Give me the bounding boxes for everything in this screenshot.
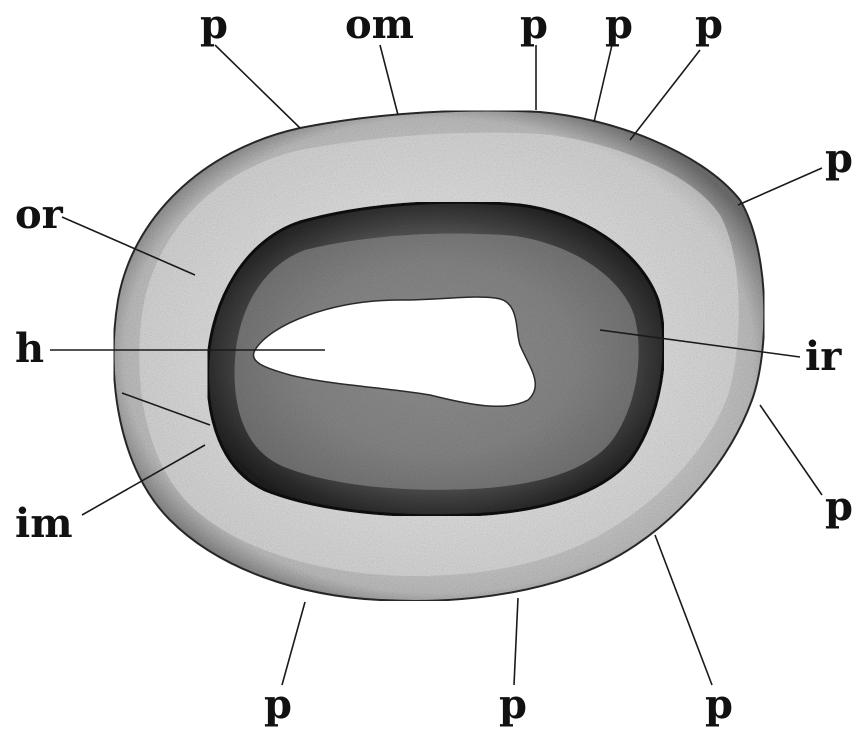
label-p-top-mid2: p — [605, 1, 633, 48]
label-p-right-upper: p — [825, 135, 853, 182]
leader-p-top-left — [215, 45, 300, 128]
label-p-top-left: p — [200, 1, 228, 48]
leader-om — [380, 45, 398, 115]
label-p-top-right: p — [695, 1, 723, 48]
leader-p-top-right — [630, 50, 700, 140]
label-p-right-lower: p — [825, 483, 853, 530]
leader-p-bottom-left — [282, 602, 305, 685]
leader-p-right-upper — [738, 168, 822, 205]
label-p-top-mid: p — [520, 1, 548, 48]
leader-p-bottom-right — [655, 535, 712, 685]
leader-p-bottom-mid — [514, 598, 518, 685]
label-om: om — [345, 1, 414, 48]
label-p-bottom-left: p — [264, 681, 292, 728]
label-p-bottom-mid: p — [499, 681, 527, 728]
label-h: h — [15, 325, 44, 372]
leader-p-right-lower — [760, 405, 822, 495]
label-ir: ir — [805, 333, 842, 380]
label-or: or — [15, 191, 64, 238]
label-im: im — [15, 500, 73, 547]
label-p-bottom-right: p — [705, 681, 733, 728]
leader-p-top-mid2 — [594, 45, 612, 122]
